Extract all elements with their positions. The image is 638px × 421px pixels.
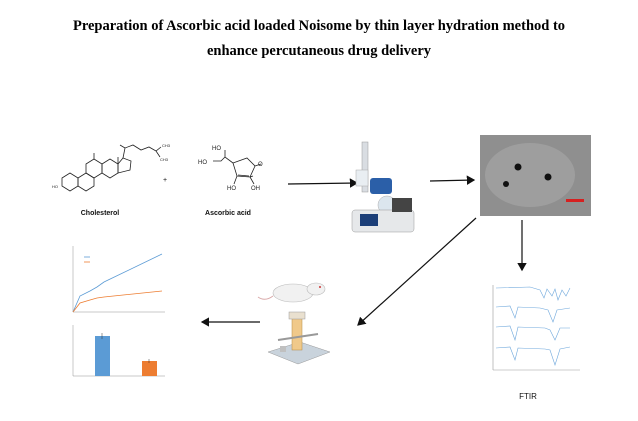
ascorbic-acid-structure: HO HO O HO OH (198, 146, 263, 192)
title-line-1: Preparation of Ascorbic acid loaded Nois… (72, 18, 566, 34)
ftir-spectra-chart (492, 285, 580, 371)
ftir-label: FTIR (519, 392, 537, 401)
deposition-bar-chart (72, 325, 165, 377)
svg-text:CH3: CH3 (160, 157, 169, 162)
arrow-to-franz-cell (357, 217, 477, 326)
microscope-image (480, 135, 591, 216)
cholesterol-structure: HO CH3 CH3 (52, 143, 171, 192)
arrow-to-evaporator (287, 178, 359, 188)
franz-diffusion-cell-image (267, 311, 331, 365)
svg-text:OH: OH (251, 186, 260, 192)
rat-image (257, 282, 326, 303)
bar-ascorbic-acid (142, 361, 157, 376)
cholesterol-label: Cholesterol (80, 210, 120, 217)
rotary-evaporator-image (351, 141, 415, 233)
svg-text:CH3: CH3 (162, 143, 171, 148)
svg-text:HO: HO (227, 186, 236, 192)
arrow-to-micrograph (429, 175, 476, 185)
svg-text:HO: HO (212, 146, 221, 152)
release-line-chart (72, 246, 165, 313)
plus-sign: + (162, 177, 168, 184)
title-line-2: enhance percutaneous drug delivery (206, 43, 432, 59)
bar-noisome (95, 336, 110, 376)
ascorbic-acid-label: Ascorbic acid (205, 210, 251, 217)
svg-text:O: O (258, 162, 263, 168)
svg-text:HO: HO (52, 184, 58, 189)
scale-bar (566, 199, 584, 202)
svg-text:HO: HO (198, 160, 207, 166)
